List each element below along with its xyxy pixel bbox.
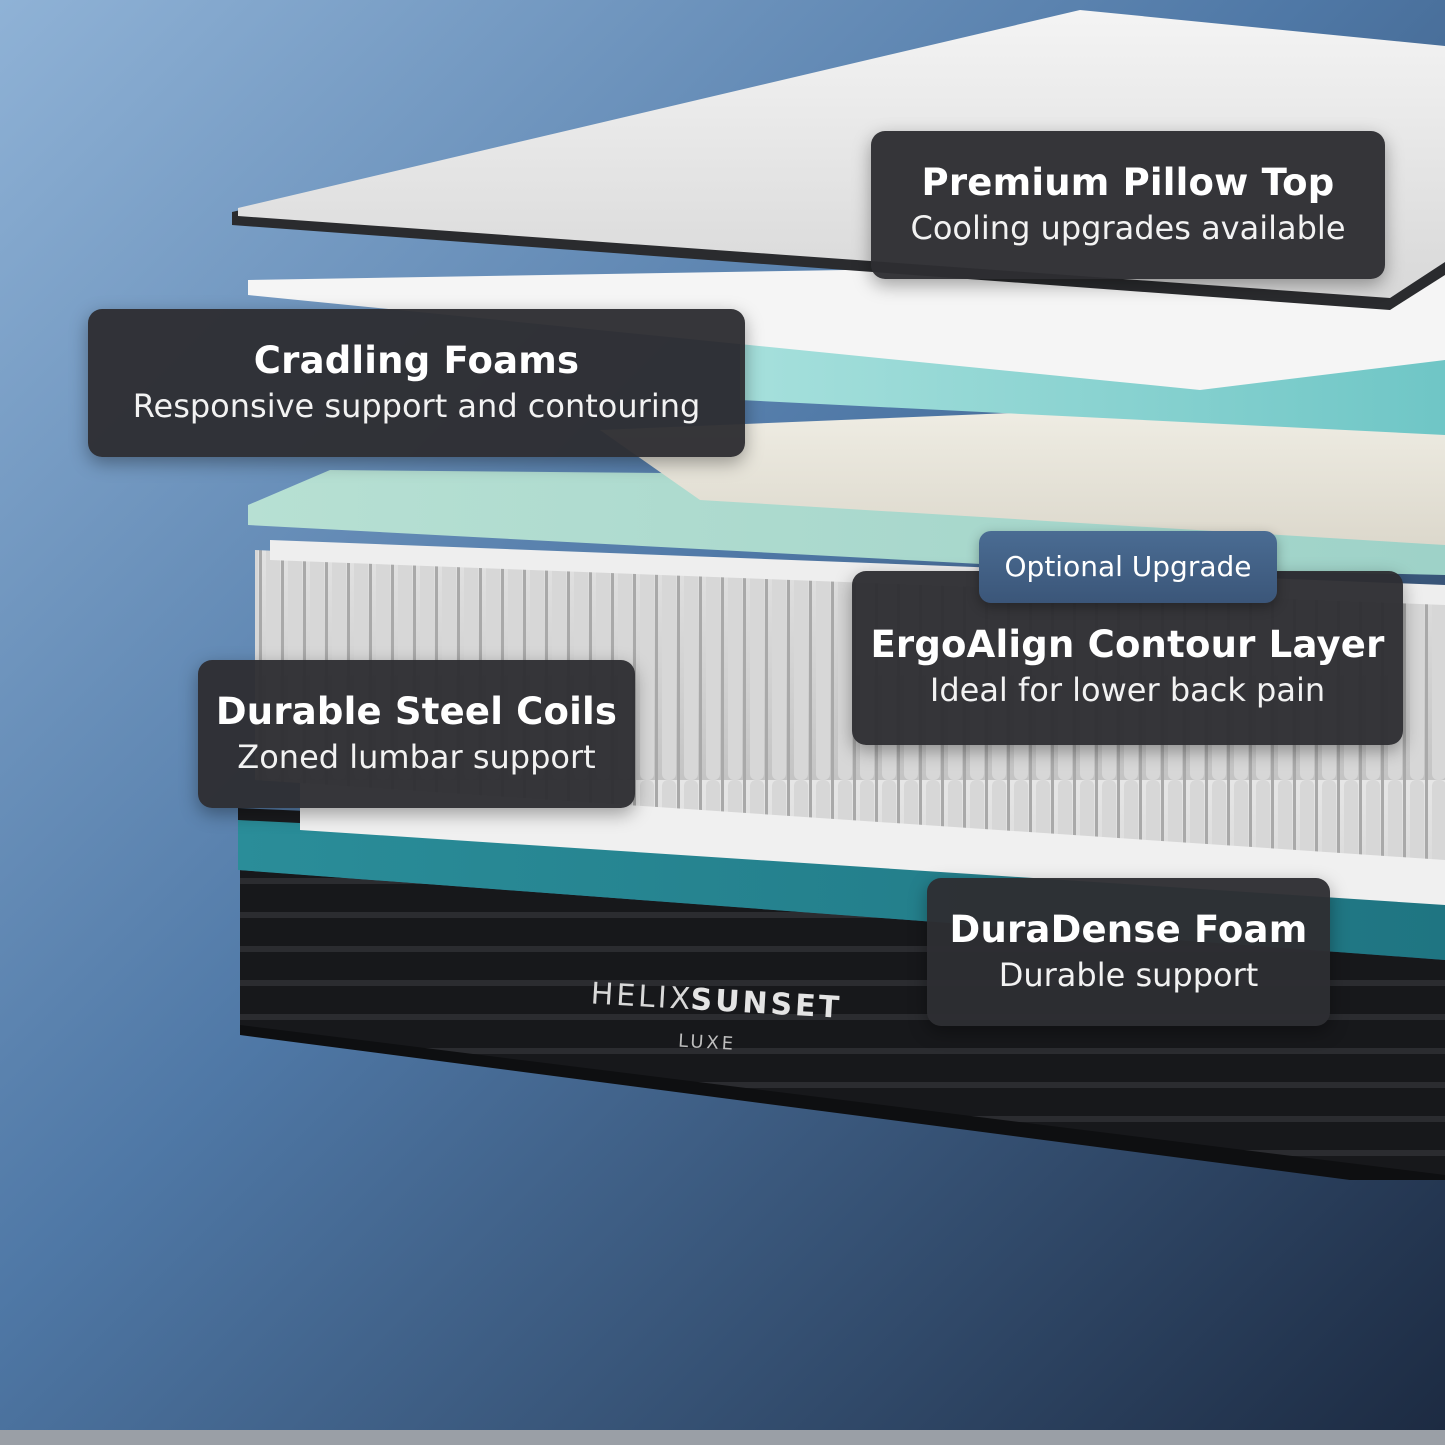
callout-title: ErgoAlign Contour Layer — [870, 623, 1385, 666]
callout-subtitle: Zoned lumbar support — [237, 738, 596, 776]
svg-text:HELIX: HELIX — [590, 976, 694, 1017]
callout-steel-coils: Durable Steel Coils Zoned lumbar support — [198, 660, 635, 808]
callout-ergoalign: ErgoAlign Contour Layer Ideal for lower … — [852, 571, 1403, 745]
optional-upgrade-badge: Optional Upgrade — [979, 531, 1277, 603]
callout-title: Premium Pillow Top — [921, 161, 1335, 204]
white-foam-sheet — [248, 260, 1445, 390]
callout-title: Durable Steel Coils — [215, 690, 618, 733]
callout-title: DuraDense Foam — [949, 908, 1308, 951]
callout-subtitle: Ideal for lower back pain — [929, 671, 1326, 709]
callout-pillow-top: Premium Pillow Top Cooling upgrades avai… — [871, 131, 1385, 279]
callout-title: Cradling Foams — [253, 339, 580, 382]
brand-logo: HELIX SUNSET LUXE — [590, 976, 843, 1055]
callout-duradense: DuraDense Foam Durable support — [927, 878, 1330, 1026]
callout-subtitle: Cooling upgrades available — [910, 209, 1346, 247]
callout-subtitle: Responsive support and contouring — [132, 387, 701, 425]
callout-cradling-foams: Cradling Foams Responsive support and co… — [88, 309, 745, 457]
cream-foam-layer — [600, 395, 1445, 545]
callout-subtitle: Durable support — [998, 956, 1259, 994]
floor-strip — [0, 1430, 1445, 1445]
svg-text:SUNSET: SUNSET — [690, 982, 843, 1026]
svg-text:LUXE: LUXE — [678, 1031, 737, 1055]
